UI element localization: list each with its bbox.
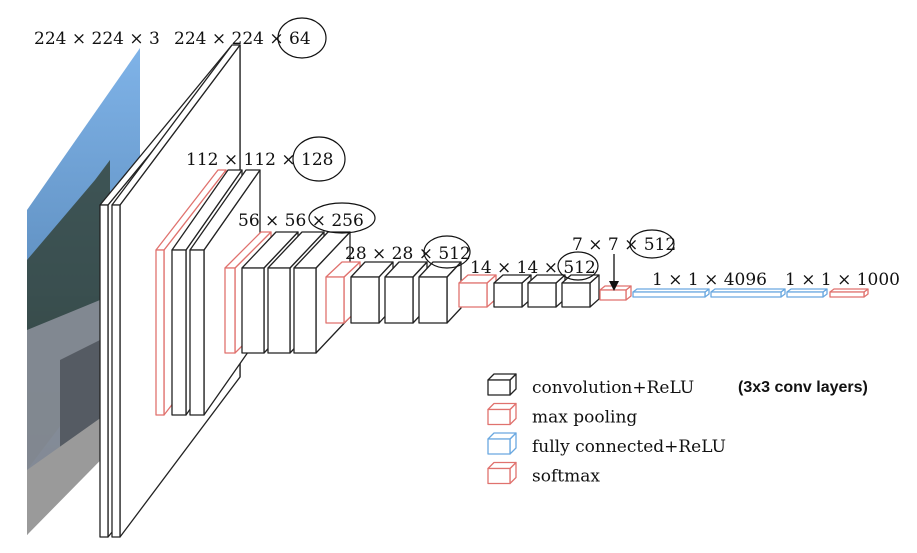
softmax-block bbox=[829, 288, 869, 298]
legend-softmax-icon bbox=[487, 461, 517, 485]
legend-pool-icon bbox=[487, 402, 517, 426]
highlight-circles bbox=[277, 17, 675, 281]
pool4-block bbox=[458, 274, 497, 308]
circle-256 bbox=[308, 202, 376, 234]
circle-512-pool5 bbox=[629, 229, 675, 259]
label-conv3-dims: 56 × 56 × 256 bbox=[238, 211, 364, 231]
legend-label-fc: fully connected+ReLU bbox=[532, 437, 726, 457]
label-input-dims: 224 × 224 × 3 bbox=[34, 29, 160, 49]
label-output-dims: 1 × 1 × 1000 bbox=[785, 270, 900, 290]
fc8-block bbox=[786, 288, 828, 298]
car-icon bbox=[60, 340, 100, 450]
circle-512-conv4 bbox=[423, 235, 471, 269]
layer-blocks bbox=[99, 44, 869, 538]
legend-label-pool: max pooling bbox=[532, 408, 637, 428]
circle-512-conv5 bbox=[557, 251, 599, 281]
legend-fc-icon bbox=[487, 432, 517, 455]
label-pool5-dims: 7 × 7 × 512 bbox=[572, 235, 676, 255]
circle-128 bbox=[292, 136, 346, 182]
label-conv1-dims: 224 × 224 × 64 bbox=[174, 29, 311, 49]
legend-label-softmax: softmax bbox=[532, 467, 600, 487]
conv-note: (3x3 conv layers) bbox=[738, 379, 868, 396]
pool5-block bbox=[599, 285, 632, 301]
label-conv4-dims: 28 × 28 × 512 bbox=[345, 244, 471, 264]
fc6-block bbox=[632, 288, 710, 298]
fc7-block bbox=[710, 288, 786, 298]
input-image bbox=[27, 48, 140, 535]
label-conv2-dims: 112 × 112 × 128 bbox=[186, 150, 333, 170]
legend: convolution+ReLU max pooling fully connect… bbox=[487, 373, 726, 487]
circle-64 bbox=[277, 17, 327, 59]
legend-conv-icon bbox=[487, 373, 517, 396]
conv4-3-block bbox=[418, 261, 462, 324]
conv5-2-block bbox=[527, 274, 566, 308]
label-conv5-dims: 14 × 14 × 512 bbox=[470, 258, 596, 278]
legend-label-conv: convolution+ReLU bbox=[532, 378, 694, 398]
conv5-1-block bbox=[493, 274, 532, 308]
pool5-arrow bbox=[609, 254, 619, 291]
label-fc-dims: 1 × 1 × 4096 bbox=[652, 270, 767, 290]
